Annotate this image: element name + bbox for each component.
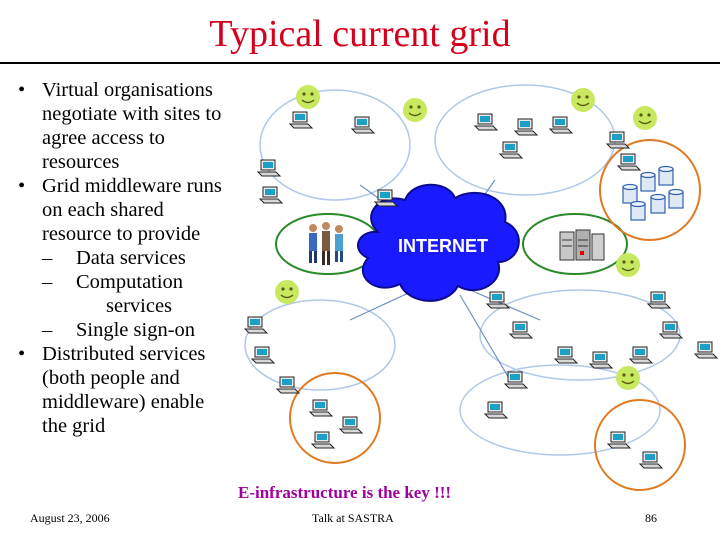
bullet-line: Virtual organisations	[42, 79, 213, 101]
sub-bullet-data-services: –Data services	[42, 247, 186, 269]
bullet-line: agree access to	[42, 127, 165, 149]
bullet-line: Grid middleware runs	[42, 175, 222, 197]
network-ring	[244, 299, 396, 391]
bullet-line: negotiate with sites to	[42, 103, 222, 125]
slide-title: Typical current grid	[209, 13, 511, 55]
bullet-line: Data services	[76, 247, 186, 269]
bullet-list: Virtual organisations negotiate with sit…	[14, 78, 264, 438]
bullet-line: Single sign-on	[76, 319, 196, 341]
internet-cloud: INTERNET	[356, 183, 520, 302]
server-icon	[559, 229, 605, 261]
network-ring	[479, 289, 681, 381]
server-vo-ring	[522, 213, 628, 275]
footer-talk: Talk at SASTRA	[312, 511, 394, 525]
sub-bullet-single-sign-on: –Single sign-on	[42, 319, 196, 341]
bullet-line: resource to provide	[42, 223, 201, 245]
bullet-line: Computation	[76, 271, 184, 293]
title-divider	[0, 62, 720, 64]
data-store-ring	[599, 139, 701, 241]
bullet-line: the grid	[42, 415, 106, 437]
database-icons	[622, 165, 684, 221]
bullet-line: services	[106, 295, 173, 317]
bullet-line: (both people and	[42, 367, 180, 389]
bullet-line: Distributed services	[42, 343, 206, 365]
bullet-grid-middleware: Grid middleware runs on each shared reso…	[14, 174, 264, 246]
network-ring	[259, 89, 411, 201]
sub-bullet-computation-services: –Computation services	[42, 271, 184, 317]
bullet-line: on each shared	[42, 199, 164, 221]
organisation-ring	[289, 372, 381, 464]
bullet-distributed-services: Distributed services (both people and mi…	[14, 342, 264, 438]
network-ring	[459, 364, 661, 456]
bullet-virtual-organisations: Virtual organisations negotiate with sit…	[14, 78, 264, 174]
people-icon	[309, 222, 343, 265]
bullet-line: middleware) enable	[42, 391, 205, 413]
organisation-ring	[594, 399, 686, 491]
bullet-line: resources	[42, 151, 120, 173]
footer-page-number: 86	[645, 511, 657, 525]
key-message: E-infrastructure is the key !!!	[238, 483, 452, 502]
footer-date: August 23, 2006	[30, 511, 110, 525]
internet-label: INTERNET	[398, 236, 488, 256]
